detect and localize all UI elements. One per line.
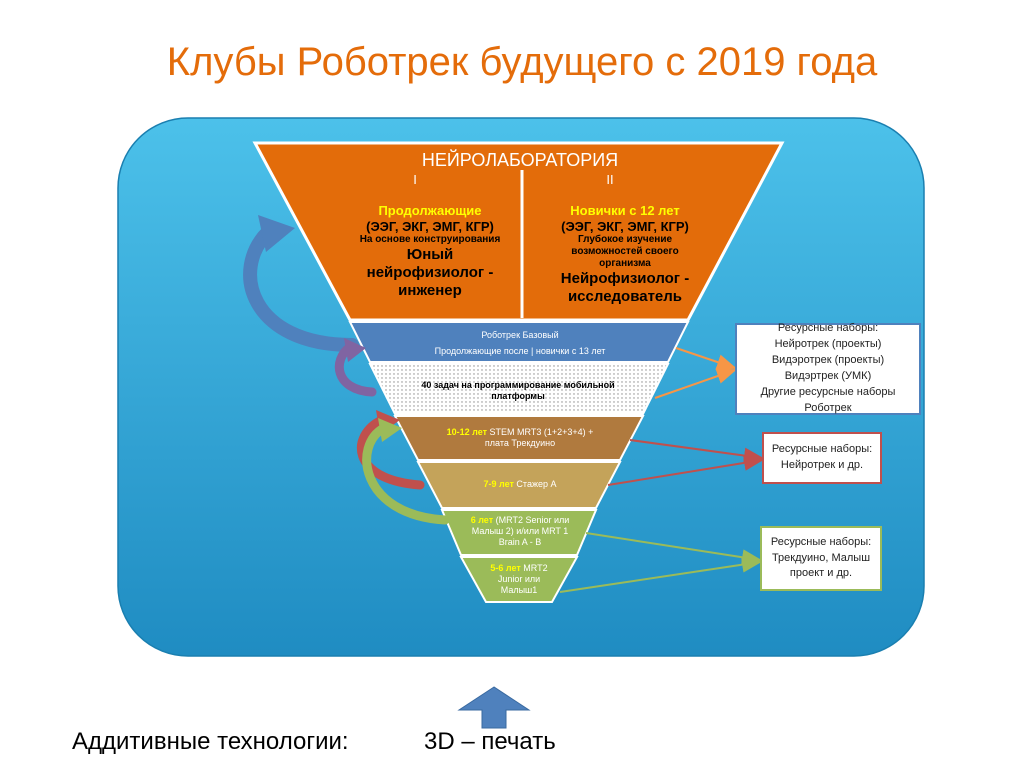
resource-box-1-line: Видэротрек (проекты) — [771, 354, 885, 367]
neurolab-left-roman: I — [413, 172, 417, 187]
green-curve-arrow — [362, 423, 450, 525]
resource-box-2-line: Ресурсные наборы: — [771, 443, 873, 456]
left-title: Продолжающие — [378, 203, 482, 218]
level-5-6-age: 5-6 лет — [490, 563, 521, 573]
up-arrow-icon — [457, 686, 531, 729]
neurolab-right-roman: II — [606, 172, 614, 187]
left-codes: (ЭЭГ, ЭКГ, ЭМГ, КГР) — [366, 218, 494, 234]
page-title: Клубы Роботрек будущего с 2019 года — [166, 40, 878, 84]
resource-box-2-line: Нейротрек и др. — [780, 459, 864, 471]
left-role: Юный нейрофизиолог - инженер — [366, 246, 494, 300]
level-10-12 — [393, 415, 645, 461]
level-tasks — [368, 363, 670, 415]
level-10-12-desc: STEM MRT3 (1+2+3+4) + плата Трекдуино — [484, 427, 594, 448]
right-desc: Глубокое изучение возможностей своего ор… — [571, 234, 679, 270]
level-6-age: 6 лет — [470, 515, 494, 525]
resource-box-3-line: Трекдуино, Малыш — [771, 551, 871, 564]
left-desc: На основе конструирования — [359, 234, 501, 246]
additive-tech-label: Аддитивные технологии: — [72, 728, 349, 755]
resource-box-2: Ресурсные наборы: Нейротрек и др. — [762, 432, 882, 484]
neurolab-header: НЕЙРОЛАБОРАТОРИЯ — [421, 150, 619, 170]
level-7-9 — [416, 461, 622, 509]
level-6-text: 6 лет (MRT2 Senior или Малыш 2) и/или MR… — [470, 515, 570, 547]
resource-box-3: Ресурсные наборы: Трекдуино, Малыш проек… — [760, 526, 882, 591]
connector-79-box2 — [607, 454, 764, 486]
resource-box-1-line: Видэртрек (УМК) — [784, 370, 872, 382]
resource-box-1-line: Другие ресурсные наборы — [760, 385, 896, 398]
right-title: Новички с 12 лет — [570, 203, 680, 218]
neurolab-block — [252, 141, 785, 322]
level-5-6 — [459, 556, 579, 603]
connector-tasks-box1 — [654, 368, 737, 399]
tasks-text: 40 задач на программирование мобильной п… — [421, 380, 615, 401]
connector-6-box3 — [585, 532, 762, 566]
purple-arrowhead — [344, 338, 366, 362]
right-codes: (ЭЭГ, ЭКГ, ЭМГ, КГР) — [561, 218, 689, 234]
big-blue-arrowhead — [258, 215, 295, 252]
level-7-9-desc: Стажер А — [516, 479, 557, 489]
level-6-desc: (MRT2 Senior или Малыш 2) и/или MRT 1 Br… — [471, 515, 570, 547]
right-role: Нейрофизиолог - исследователь — [560, 270, 690, 306]
resource-box-1-line: Роботрек — [804, 401, 852, 414]
green-arrowhead — [378, 418, 402, 442]
resource-box-3-line: Ресурсные наборы: — [770, 535, 872, 548]
level-5-6-desc: MRT2 Junior или Малыш1 — [497, 563, 548, 595]
additive-tech-value: 3D – печать — [424, 728, 556, 755]
basic-line2: Продолжающие после | новички с 13 лет — [434, 346, 606, 356]
basic-line1: Роботрек Базовый — [481, 330, 559, 340]
neurolab-right: Новички с 12 лет (ЭЭГ, ЭКГ, ЭМГ, КГР) Гл… — [535, 203, 715, 306]
level-6 — [440, 509, 598, 556]
resource-box-1: Ресурсные наборы: Нейротрек (проекты) Ви… — [735, 322, 921, 415]
big-blue-curve-arrow — [243, 225, 359, 352]
resource-box-1-line: Ресурсные наборы: — [777, 322, 879, 335]
level-5-6-text: 5-6 лет MRT2 Junior или Малыш1 — [486, 563, 552, 595]
resource-box-1-line: Нейротрек (проекты) — [774, 338, 882, 351]
connector-basic-box1 — [675, 347, 737, 370]
level-7-9-age: 7-9 лет — [483, 479, 514, 489]
purple-curve-arrow — [334, 342, 377, 397]
connector-1012-box2 — [629, 439, 764, 464]
level-7-9-text: 7-9 лет Стажер А — [450, 479, 590, 490]
connector-56-box3 — [559, 556, 762, 593]
neurolab-left: Продолжающие (ЭЭГ, ЭКГ, ЭМГ, КГР) На осн… — [340, 203, 520, 300]
level-10-12-text: 10-12 лет STEM MRT3 (1+2+3+4) + плата Тр… — [435, 427, 605, 449]
resource-box-3-line: проект и др. — [789, 567, 853, 580]
level-10-12-age: 10-12 лет — [446, 427, 487, 437]
